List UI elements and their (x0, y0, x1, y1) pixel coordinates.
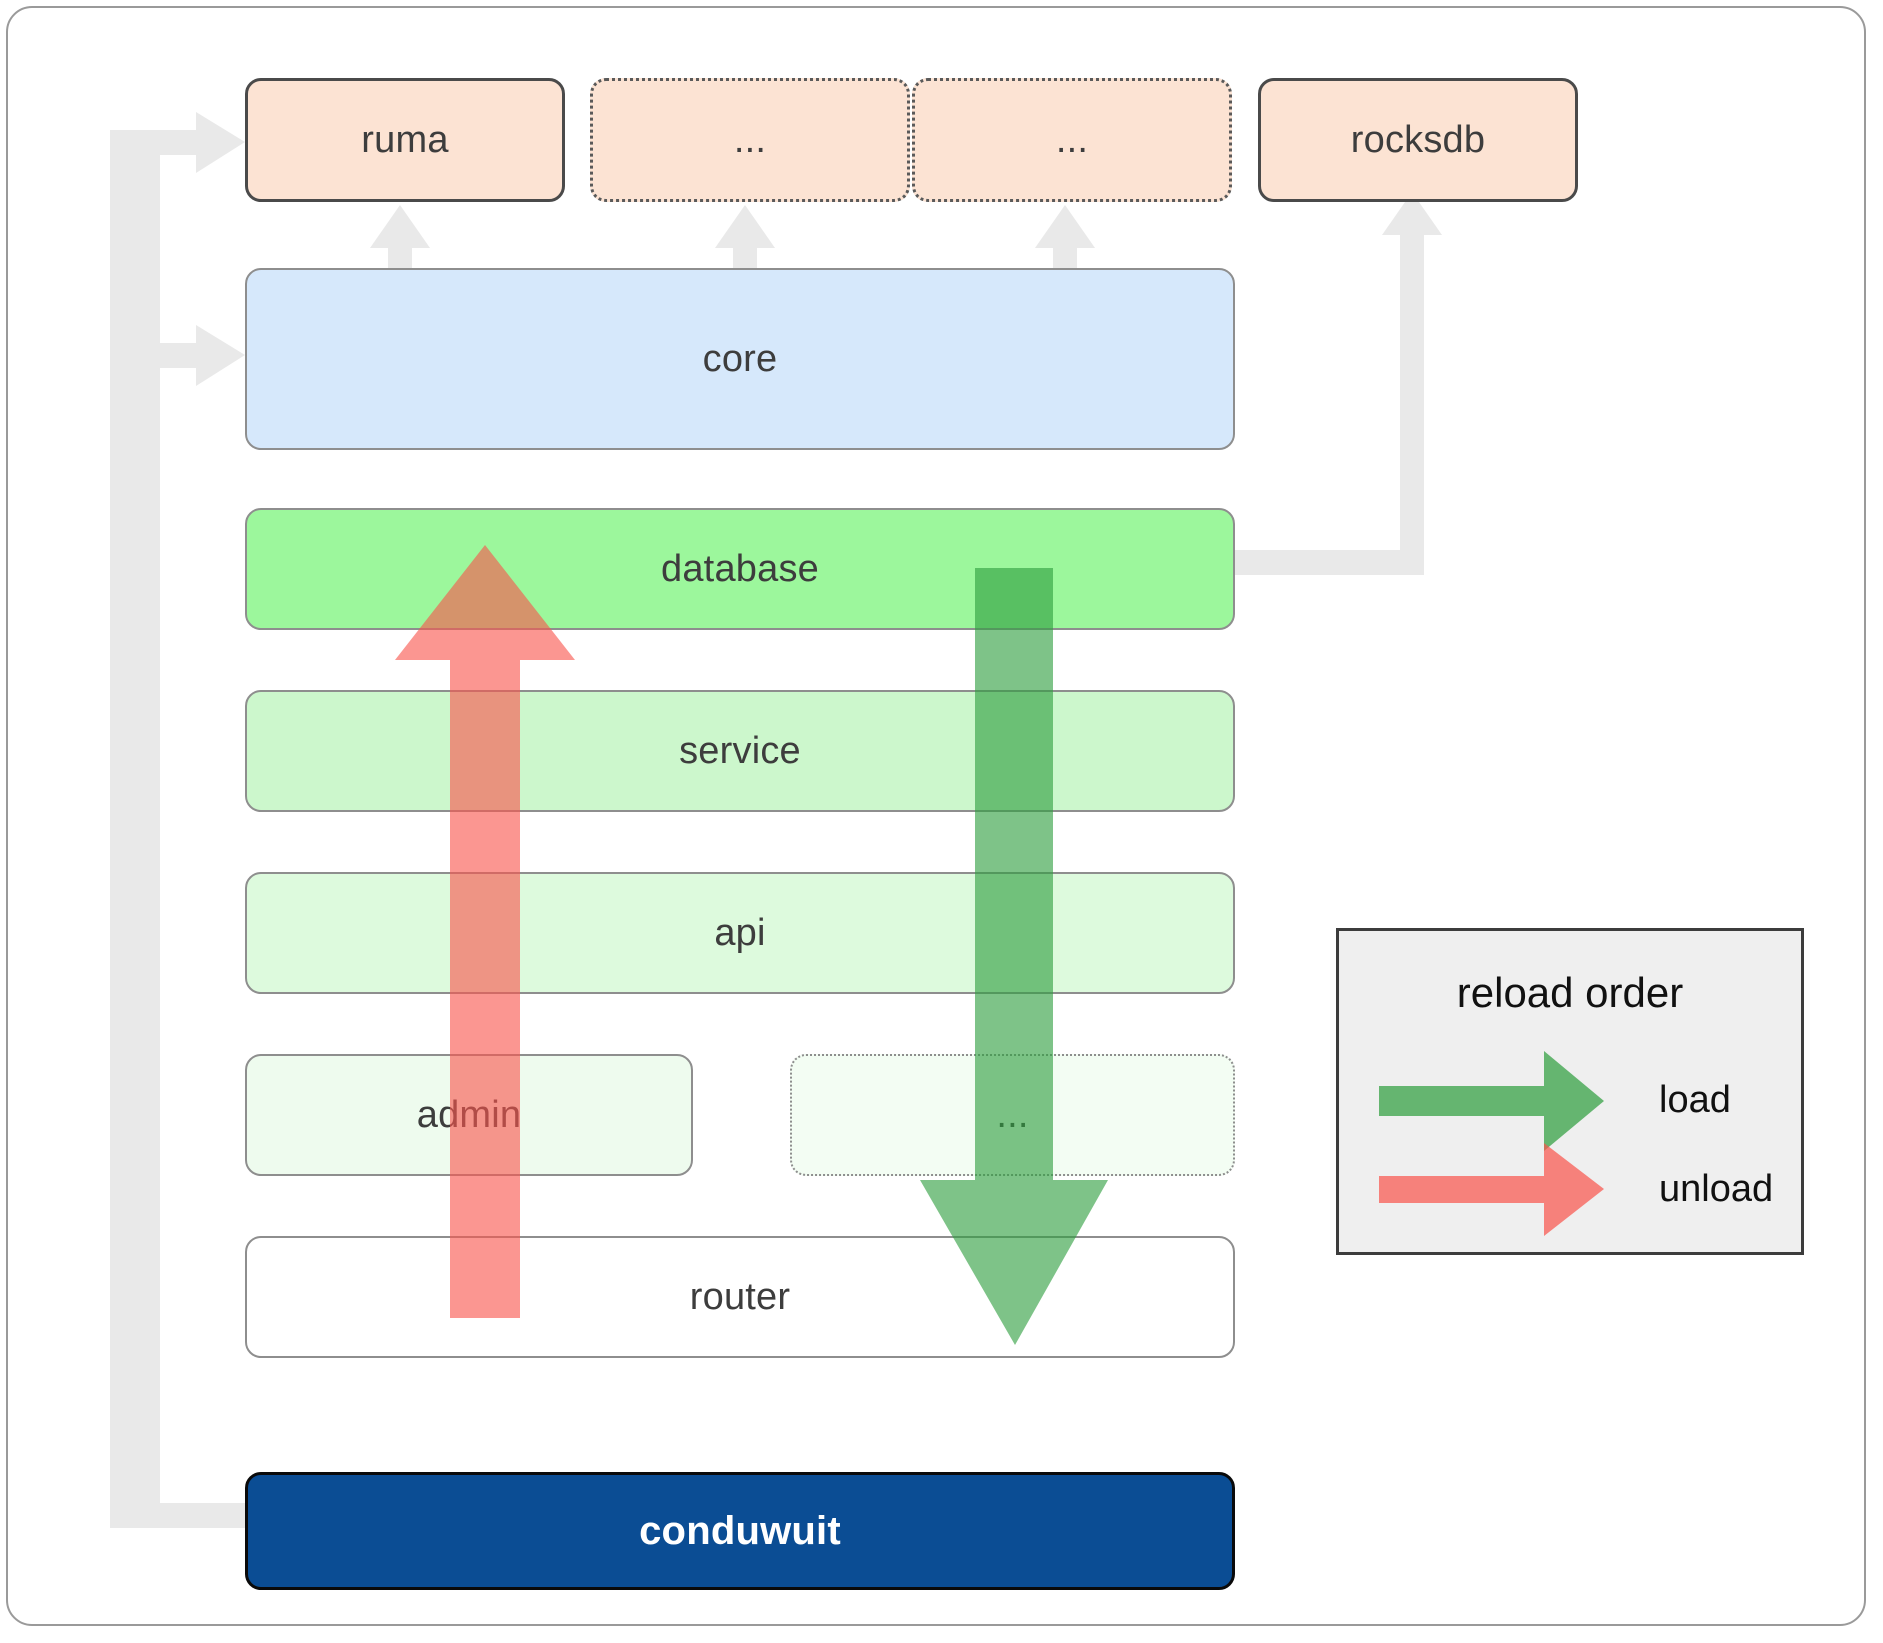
layer-label: service (679, 729, 801, 772)
legend-panel: reload order load unload (1336, 928, 1804, 1255)
layer-node-database[interactable]: database (245, 508, 1235, 630)
layer-node-core[interactable]: core (245, 268, 1235, 450)
layer-node-service[interactable]: service (245, 690, 1235, 812)
legend-arrow-swatches (1379, 1051, 1604, 1236)
layer-label: database (661, 547, 819, 590)
dependency-label: ... (1055, 118, 1089, 161)
dependency-node-ellipsis-2[interactable]: ... (912, 78, 1232, 202)
layer-node-api[interactable]: api (245, 872, 1235, 994)
layer-label: api (714, 911, 766, 954)
legend-label-unload: unload (1659, 1168, 1774, 1210)
layer-node-ellipsis[interactable]: ... (790, 1054, 1235, 1176)
dependency-label: ruma (361, 118, 449, 161)
dependency-label: ... (733, 118, 767, 161)
layer-node-admin[interactable]: admin (245, 1054, 693, 1176)
legend-title: reload order (1456, 969, 1684, 1016)
legend-unload-arrow-icon (1379, 1143, 1604, 1236)
layer-label: router (689, 1275, 791, 1318)
dependency-node-ellipsis-1[interactable]: ... (590, 78, 910, 202)
layer-node-router[interactable]: router (245, 1236, 1235, 1358)
binary-label: conduwuit (639, 1508, 841, 1553)
dependency-node-ruma[interactable]: ruma (245, 78, 565, 202)
legend-label-load: load (1659, 1079, 1731, 1121)
layer-label: core (702, 337, 778, 380)
dependency-label: rocksdb (1350, 118, 1486, 161)
legend-load-arrow-icon (1379, 1051, 1604, 1151)
dependency-node-rocksdb[interactable]: rocksdb (1258, 78, 1578, 202)
binary-node-conduwuit[interactable]: conduwuit (245, 1472, 1235, 1590)
layer-label: admin (416, 1093, 522, 1136)
layer-label: ... (996, 1093, 1029, 1136)
